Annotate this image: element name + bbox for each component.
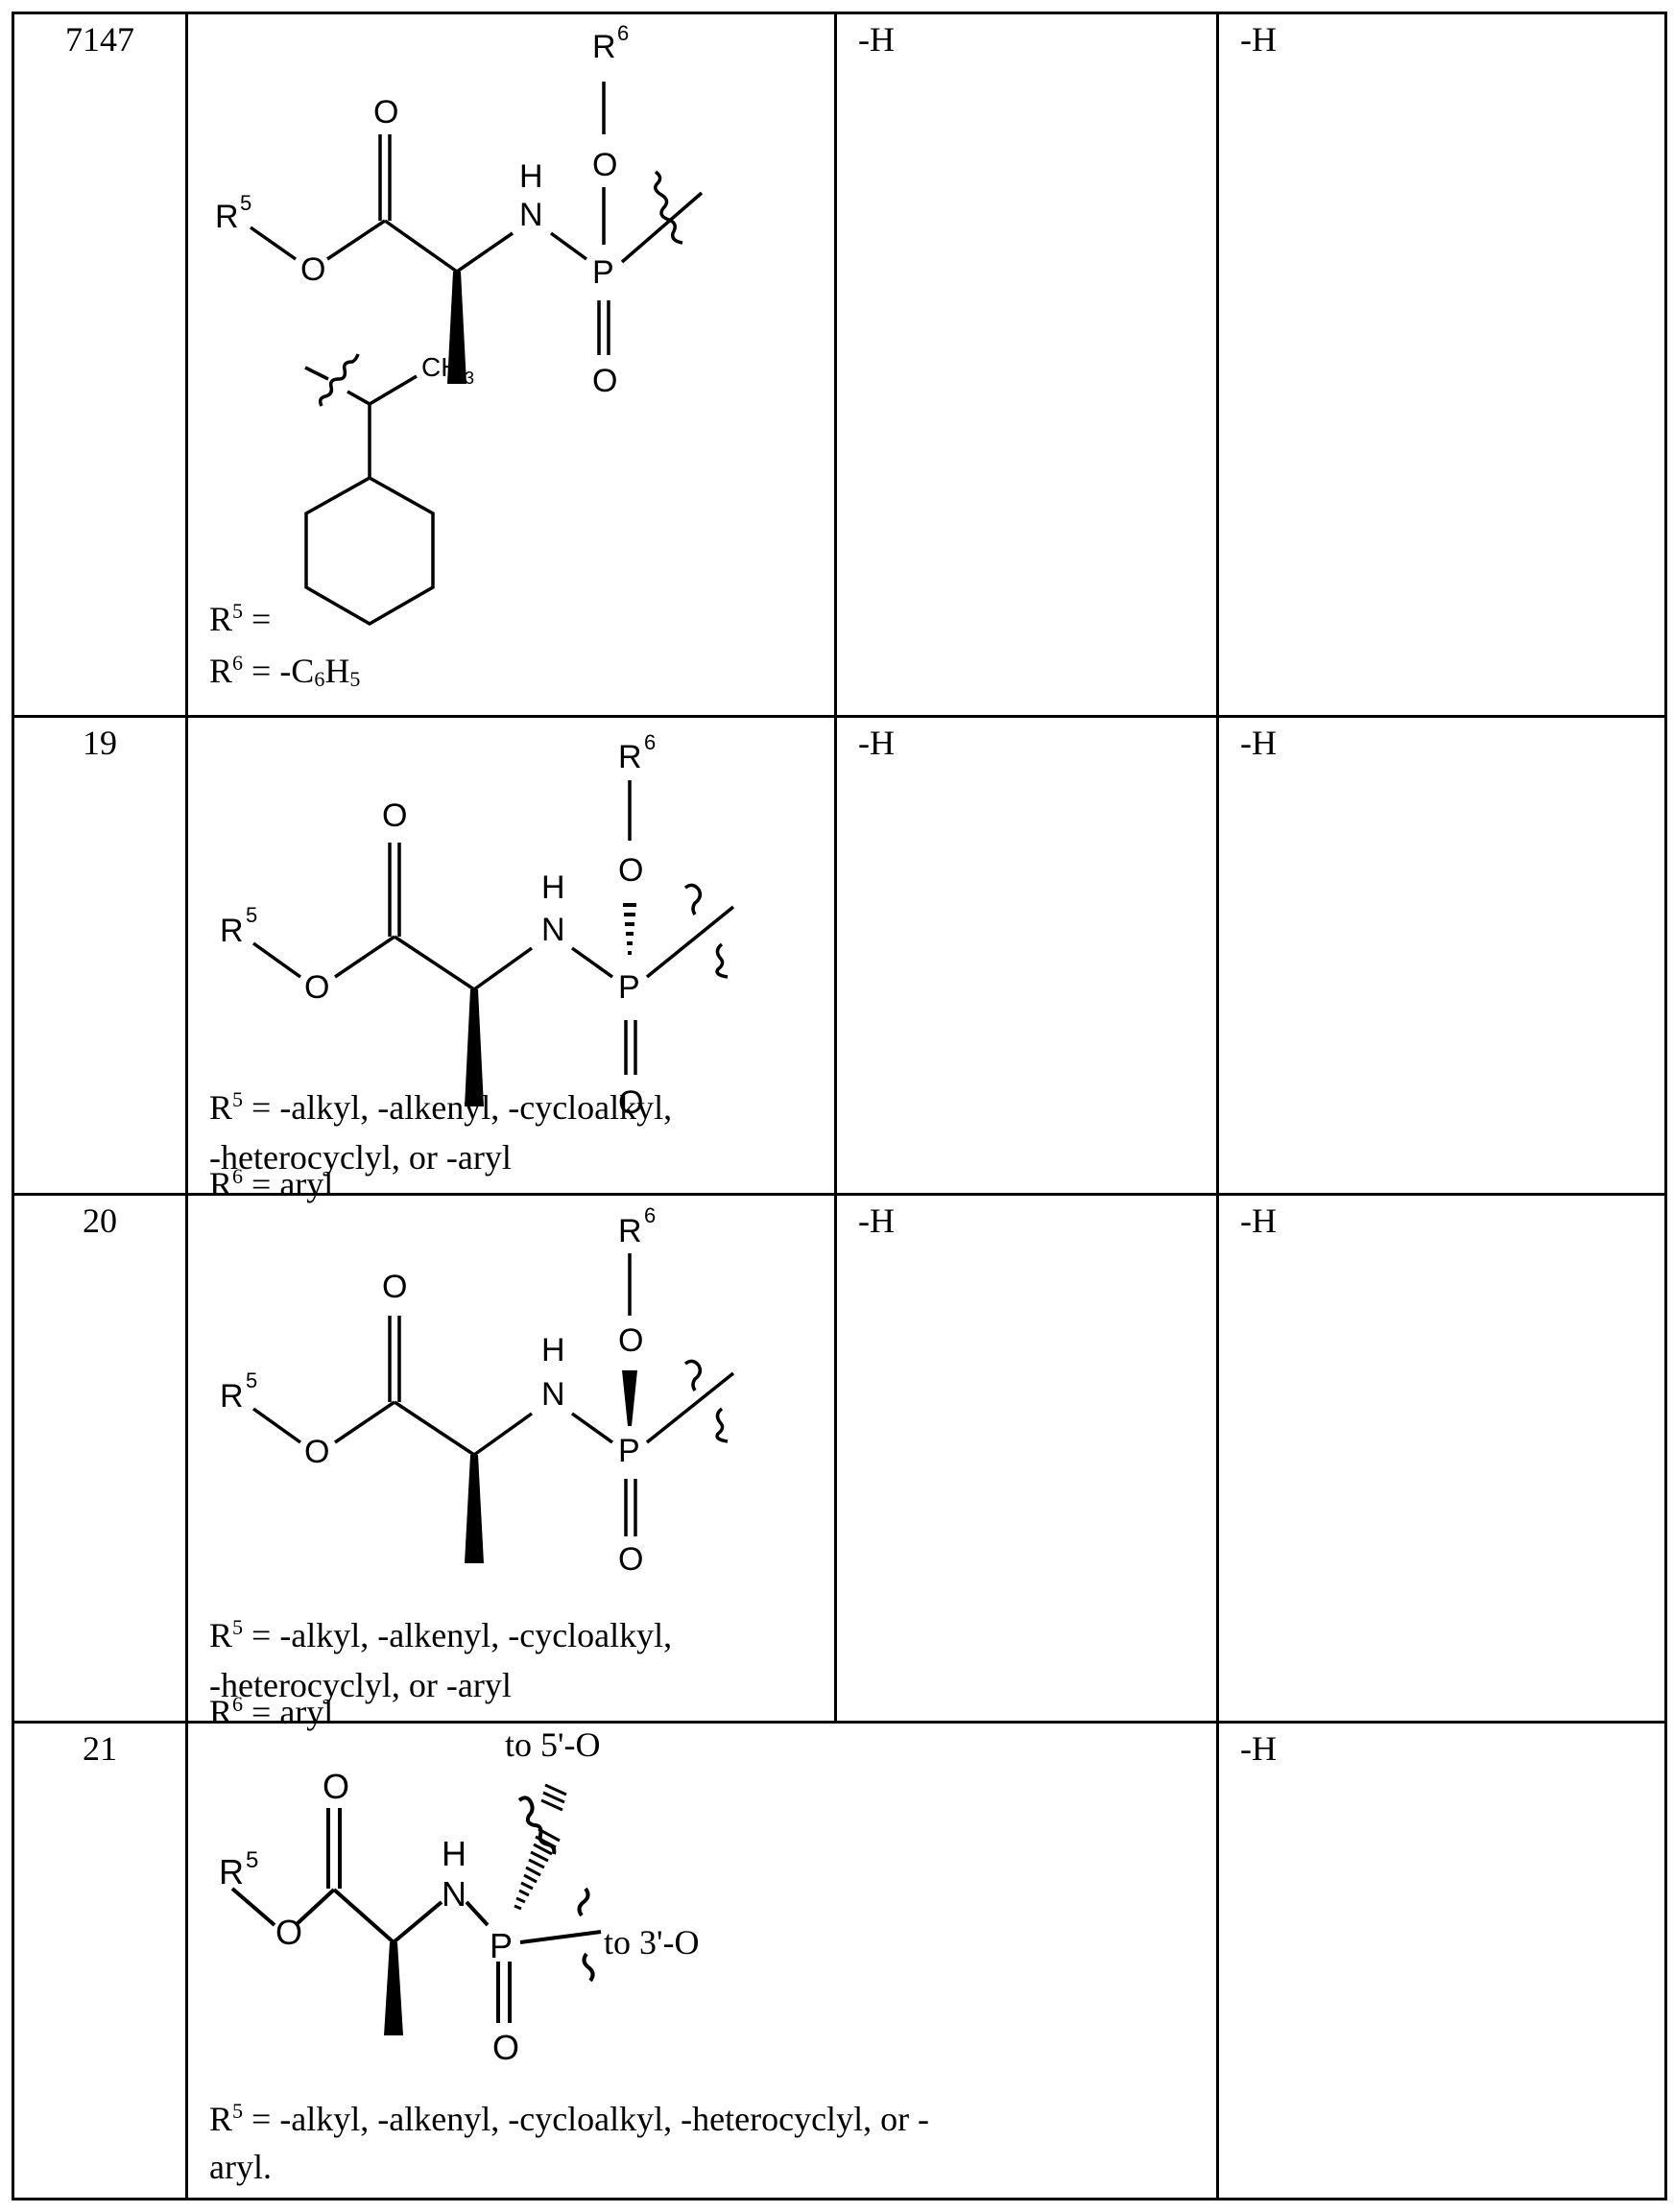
substituent-value: -H [1216,1193,1667,1724]
svg-text:O: O [323,1767,349,1806]
svg-text:P: P [618,1433,640,1469]
svg-text:6: 6 [617,21,629,45]
svg-text:O: O [618,1541,643,1578]
svg-text:N: N [442,1874,466,1914]
compound-table: 7147 [12,12,1667,2200]
svg-text:O: O [492,2028,519,2067]
svg-text:CH: CH [421,352,460,382]
svg-text:5: 5 [246,1847,258,1873]
r6-definition: R6 = -C6H5 [209,651,361,691]
svg-text:R: R [219,1852,244,1891]
svg-text:R: R [618,739,642,775]
table-row: 20 [12,1193,1667,1731]
svg-text:H: H [541,869,565,906]
substituent-value: -H [1216,12,1667,718]
svg-text:6: 6 [644,1203,656,1227]
svg-text:O: O [373,94,398,131]
svg-text:H: H [442,1834,466,1873]
r5-definition-cont: -heterocyclyl, or -aryl [209,1666,512,1704]
svg-text:5: 5 [246,1368,257,1392]
svg-text:H: H [541,1332,565,1368]
phosphoramidate-hashed-structure-icon: R 5 O O H N P O O R 6 [220,730,735,1121]
structure-cell: R 5 O O H N P O O R 6 R5 = -alkyl, -alke… [185,715,837,1203]
substituent-value: -H [1216,715,1667,1196]
substituent-value: -H [834,12,1219,718]
svg-text:P: P [490,1926,513,1965]
phosphoramidate-wedge-structure-icon: R 5 O O H N P O O R 6 [220,1203,735,1578]
svg-text:R: R [220,913,244,949]
svg-text:R: R [592,29,616,65]
svg-text:O: O [618,852,643,889]
svg-text:to 5'-O: to 5'-O [505,1725,600,1764]
table-row: 7147 [12,12,1667,718]
svg-text:6: 6 [644,730,656,754]
structure-cell: R 5 O O H N P O to 5'-O to 3'-O R5 = -al… [185,1721,1219,2200]
structure-cell: R 5 O O H N P O O R 6 [185,12,837,718]
svg-text:H: H [519,158,543,195]
r5-definition-cont: aryl. [209,2148,272,2186]
r5-definition: R5 = -alkyl, -alkenyl, -cycloalkyl, [209,1087,673,1127]
svg-text:O: O [618,1084,643,1121]
svg-text:P: P [618,969,640,1006]
r5-definition: R5 = [209,599,272,638]
svg-text:O: O [592,363,617,399]
structure-cell: R 5 O O H N P O O R 6 R5 = -alkyl, -alke… [185,1193,837,1731]
r5-definition: R5 = -alkyl, -alkenyl, -cycloalkyl, -het… [209,2099,930,2138]
substituent-value: -H [1216,1721,1667,2200]
svg-text:O: O [592,147,617,183]
svg-text:P: P [592,254,614,291]
svg-text:N: N [541,912,565,948]
compound-number: 20 [12,1193,188,1724]
substituent-value: -H [834,715,1219,1196]
svg-text:N: N [519,197,543,233]
svg-text:N: N [541,1376,565,1413]
r5-definition-cont: -heterocyclyl, or -aryl [209,1138,512,1177]
compound-number: 21 [12,1721,188,2200]
svg-text:O: O [300,251,325,288]
svg-text:O: O [304,1434,329,1470]
cyclic-phosphoramidate-structure-icon: R 5 O O H N P O to 5'-O to 3'-O [219,1725,699,2067]
table-row: 19 [12,715,1667,1203]
svg-text:O: O [382,797,407,834]
phosphoramidate-structure-icon: R 5 O O H N P O O R 6 [215,21,704,627]
compound-number: 7147 [12,12,188,718]
svg-text:O: O [382,1269,407,1305]
svg-text:R: R [215,199,239,235]
svg-text:3: 3 [465,369,474,388]
table-row: 21 [12,1721,1667,2200]
svg-text:5: 5 [246,903,257,927]
svg-text:O: O [618,1322,643,1359]
svg-text:to 3'-O: to 3'-O [604,1923,699,1962]
svg-text:R: R [618,1213,642,1249]
svg-text:5: 5 [240,191,251,215]
substituent-value: -H [834,1193,1219,1724]
compound-number: 19 [12,715,188,1196]
svg-text:O: O [275,1913,302,1952]
svg-text:O: O [304,969,329,1006]
r5-definition: R5 = -alkyl, -alkenyl, -cycloalkyl, [209,1615,673,1654]
svg-text:R: R [220,1378,244,1415]
